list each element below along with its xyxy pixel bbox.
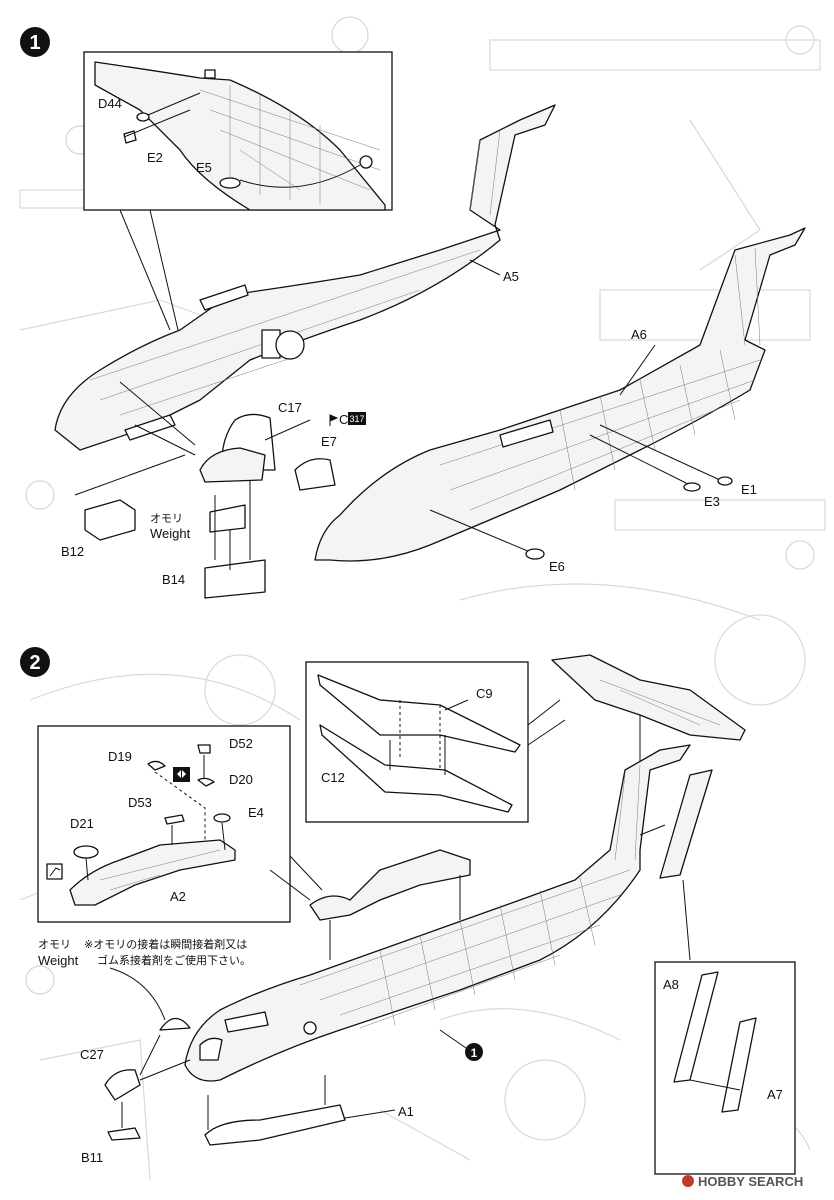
label-weight-jp-1: オモリ xyxy=(150,512,183,525)
wing-inset-pointer xyxy=(527,699,566,746)
ref-letter: C xyxy=(339,412,348,427)
step-1-inset: D44 E2 E5 xyxy=(83,51,393,211)
label-e5: E5 xyxy=(196,160,212,175)
label-d19: D19 xyxy=(108,749,132,764)
step-ref-1: 1 xyxy=(471,1046,478,1060)
hobbysearch-watermark: HOBBY SEARCH xyxy=(682,1174,803,1189)
step-2-marker: 2 xyxy=(20,647,50,677)
watermark-text: HOBBY SEARCH xyxy=(698,1174,803,1189)
step-2-number: 2 xyxy=(29,652,40,674)
weight-assembly-step1: B12 オモリ Weight B14 xyxy=(61,454,266,599)
inset-pointer xyxy=(119,209,179,331)
label-c9: C9 xyxy=(476,686,493,701)
label-b14: B14 xyxy=(162,572,185,587)
label-a5: A5 xyxy=(503,269,519,284)
label-d20: D20 xyxy=(229,772,253,787)
nose-and-keel-parts: A1 C27 B11 オモリ Weight ※オモリの接着は瞬間接着剤又は ゴム… xyxy=(38,937,414,1165)
flap-parts: A8 A7 xyxy=(639,769,796,1175)
label-e7: E7 xyxy=(321,434,337,449)
label-d52: D52 xyxy=(229,736,253,751)
label-a2: A2 xyxy=(170,889,186,904)
label-d21: D21 xyxy=(70,816,94,831)
label-d44: D44 xyxy=(98,96,122,111)
label-a8: A8 xyxy=(663,977,679,992)
label-weight-jp-2: オモリ xyxy=(38,938,71,951)
label-c27: C27 xyxy=(80,1047,104,1062)
label-a6: A6 xyxy=(631,327,647,342)
label-e6: E6 xyxy=(549,559,565,574)
label-a1: A1 xyxy=(398,1104,414,1119)
label-weight-en-2: Weight xyxy=(38,953,79,968)
label-e3: E3 xyxy=(704,494,720,509)
wing-inset: C9 C12 xyxy=(305,661,529,823)
label-weight-en-1: Weight xyxy=(150,526,191,541)
step1-small-parts: E1 E3 E6 xyxy=(429,424,757,574)
label-e2: E2 xyxy=(147,150,163,165)
ref-number: 317 xyxy=(349,414,364,424)
label-e1: E1 xyxy=(741,482,757,497)
step-1-marker: 1 xyxy=(20,27,50,57)
cockpit-parts: C17 E7 C 317 xyxy=(119,381,366,491)
fuselage-half-a5: A5 xyxy=(54,104,556,451)
label-c12: C12 xyxy=(321,770,345,785)
label-b12: B12 xyxy=(61,544,84,559)
assembled-aircraft: 1 xyxy=(184,744,691,1082)
step-2-inset: D19 D52 D20 D53 E4 D21 A2 xyxy=(37,725,291,923)
step-1-number: 1 xyxy=(29,32,40,54)
label-b11: B11 xyxy=(81,1150,103,1165)
tailplane xyxy=(551,654,746,768)
fuselage-half-a6: A6 xyxy=(314,227,806,562)
label-c17: C17 xyxy=(278,400,302,415)
weight-note-line1: ※オモリの接着は瞬間接着剤又は xyxy=(84,937,247,951)
weight-note-line2: ゴム系接着剤をご使用下さい。 xyxy=(97,953,251,967)
inset2-pointer xyxy=(269,855,323,901)
label-a7: A7 xyxy=(767,1087,783,1102)
label-e4: E4 xyxy=(248,805,264,820)
label-d53: D53 xyxy=(128,795,152,810)
